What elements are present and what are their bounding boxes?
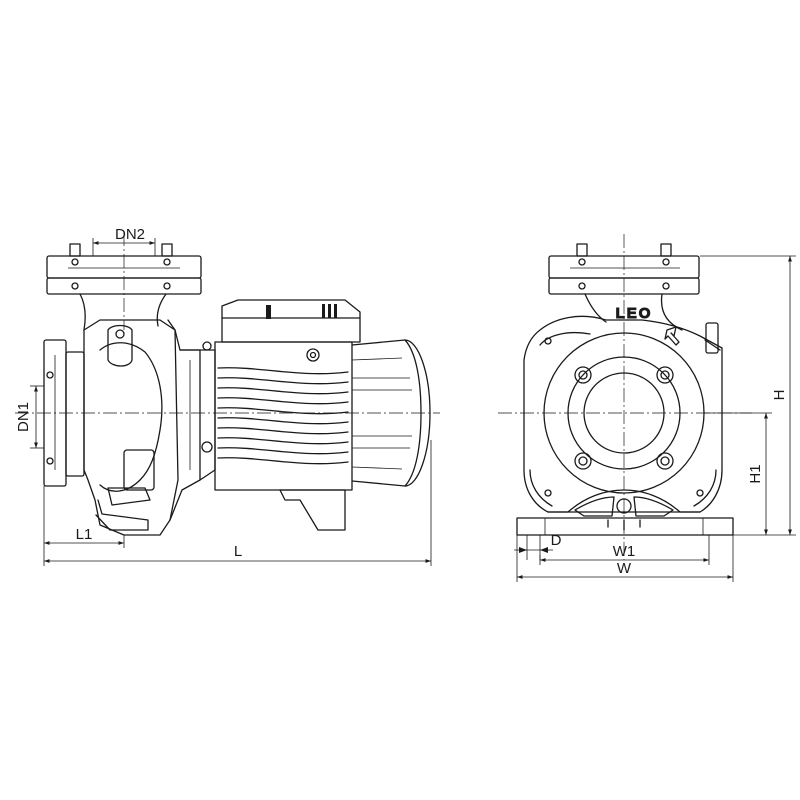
outlet-flange [46,243,202,295]
l-label: L [234,543,242,560]
dn1-label: DN1 [15,402,32,432]
front-casing [523,315,723,513]
w1-label: W1 [613,543,636,560]
side-view: DN2 DN1 L1 L [15,226,440,566]
motor-foot [279,489,346,531]
d-arrow-right [540,547,548,553]
front-view: LEO H H1 D [498,234,796,582]
rotation-direction-arrow-icon [664,326,680,346]
terminal-box [221,299,361,362]
front-outlet-flange [548,243,700,295]
motor-body [214,339,431,491]
cooling-fins [217,367,349,465]
outlet-neck [79,293,167,331]
h-label: H [771,390,788,401]
d-arrow-left [519,547,527,553]
w-label: W [617,560,632,577]
l1-label: L1 [76,526,93,543]
volute-casing [83,319,216,536]
front-base-foot [516,489,734,536]
dn2-label: DN2 [115,226,145,243]
d-label: D [551,532,562,549]
brand-logo: LEO [616,305,653,322]
h1-label: H1 [747,464,764,483]
